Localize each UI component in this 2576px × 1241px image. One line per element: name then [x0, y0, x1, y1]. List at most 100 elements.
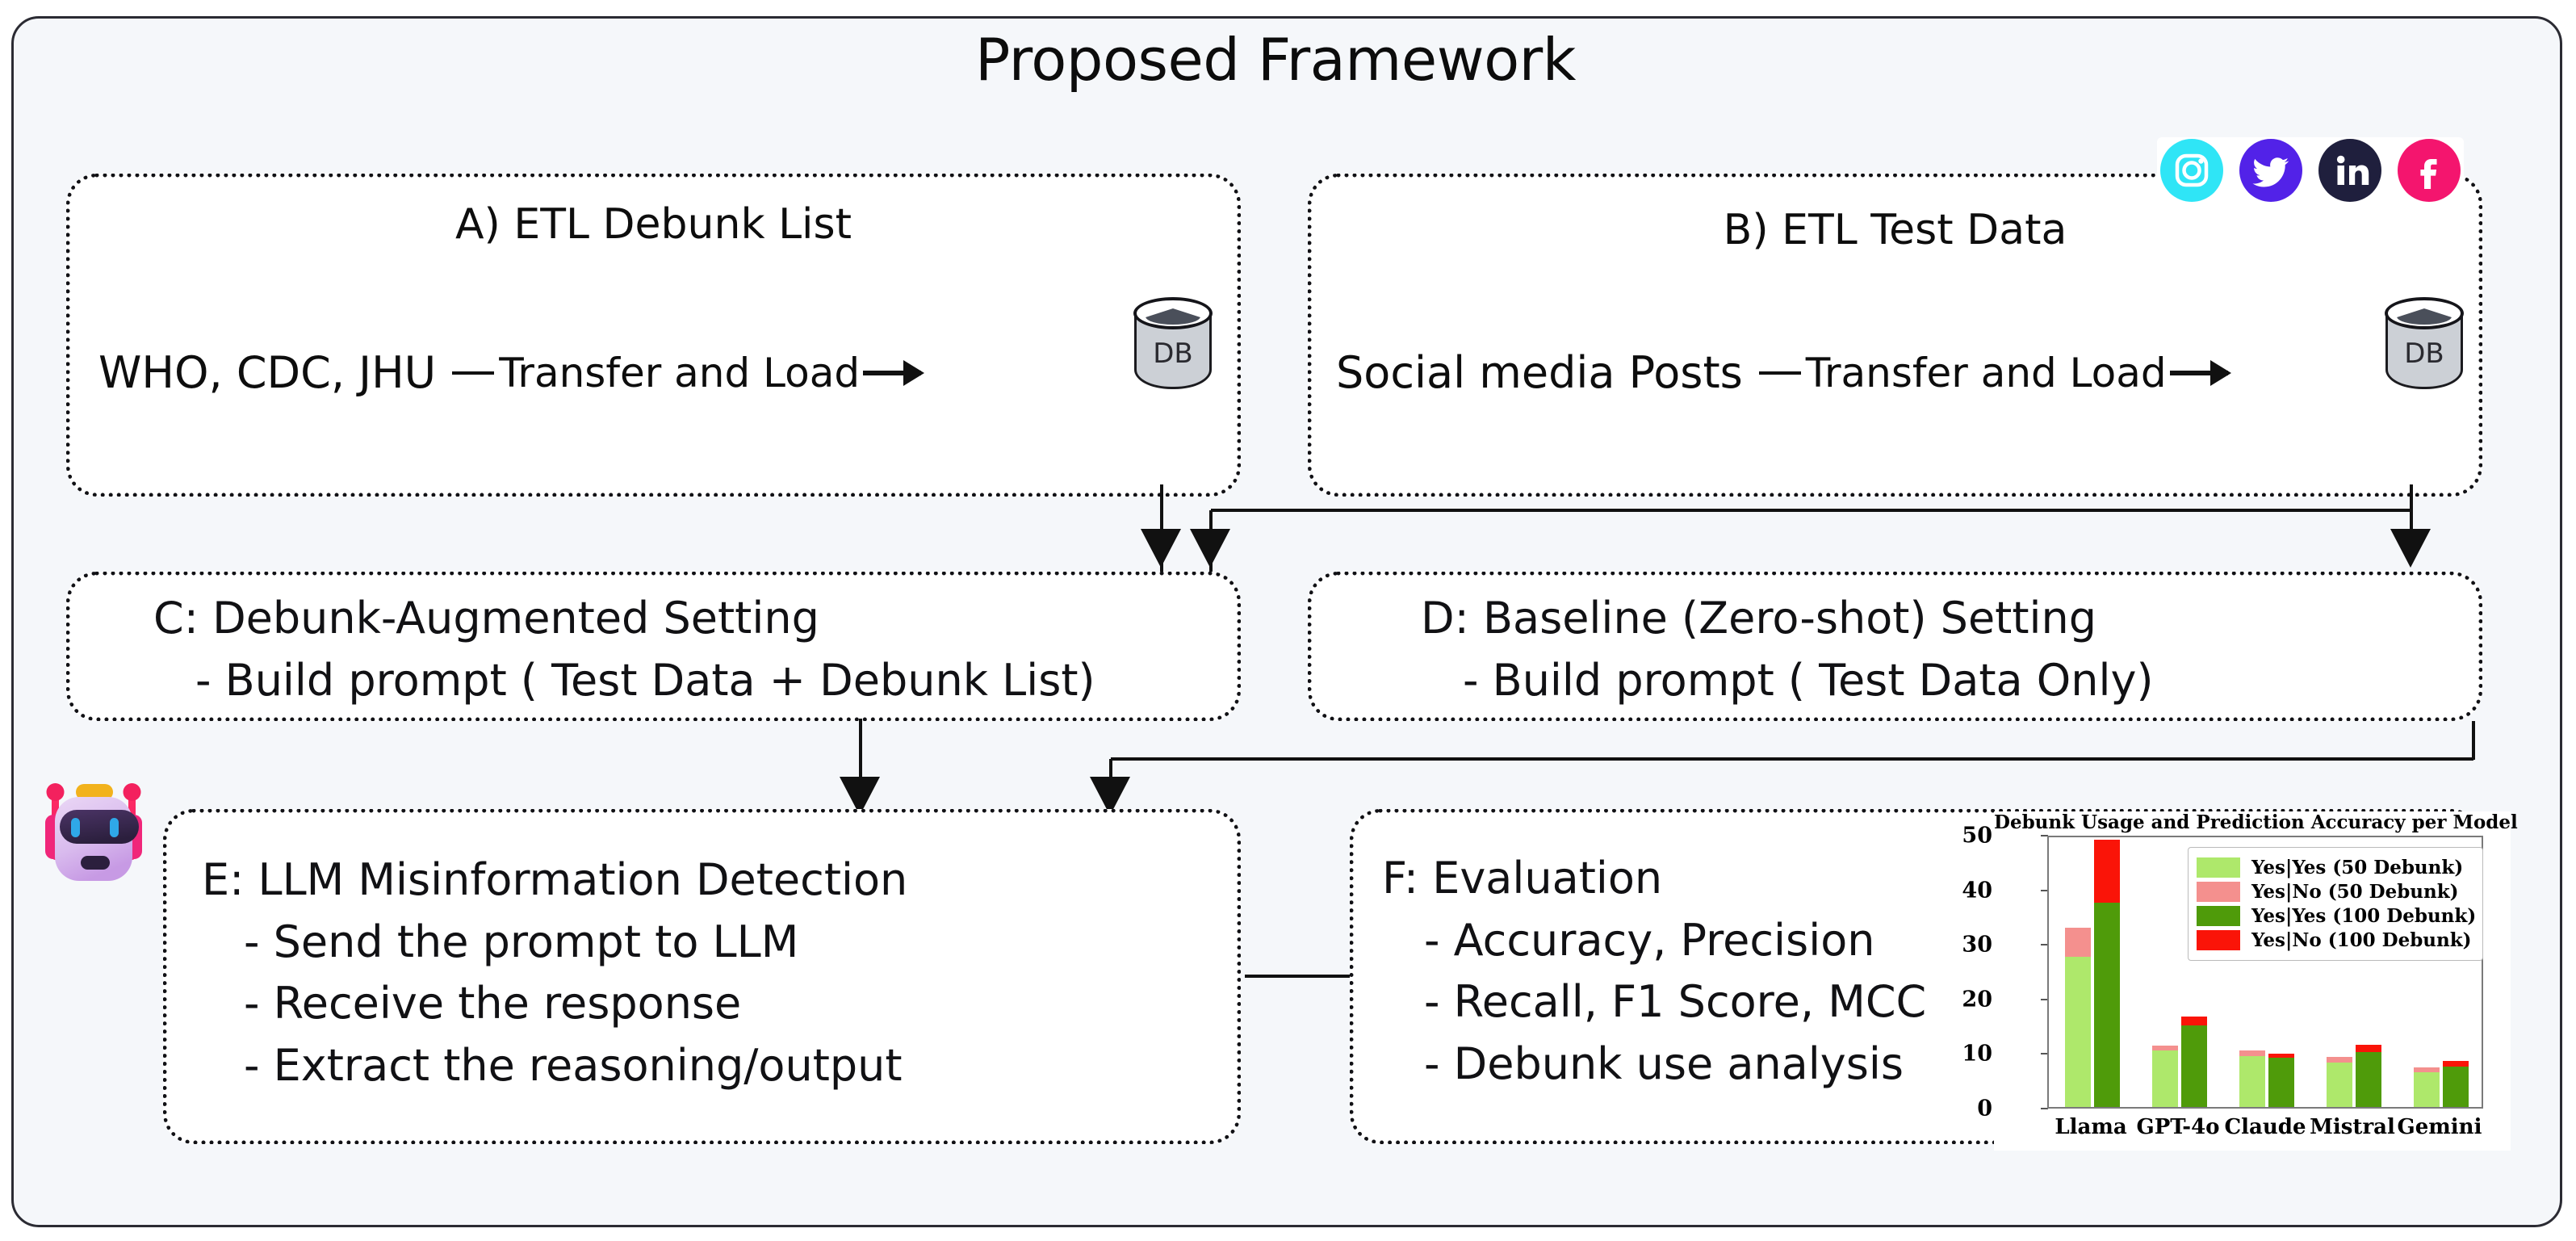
chart-bar-segment: [2326, 1056, 2353, 1063]
chart-y-tickmark: [2041, 835, 2048, 836]
chart-bar-segment: [2413, 1072, 2440, 1107]
connector-b-to-c-arrowhead: [1190, 529, 1230, 568]
chart-legend-label: Yes|No (100 Debunk): [2251, 929, 2472, 951]
chart-bar: [2239, 1050, 2266, 1107]
chart-legend-swatch: [2197, 857, 2240, 878]
box-b-flow: Social media Posts Transfer and Load: [1336, 347, 2231, 398]
chart-bar: [2355, 1044, 2382, 1107]
chart-bar-segment: [2326, 1063, 2353, 1107]
chart-x-tick: Mistral: [2310, 1115, 2395, 1139]
box-b-etl-test-data: [1308, 174, 2482, 497]
box-b-source: Social media Posts: [1336, 347, 1743, 398]
connector-c-to-e-line: [859, 719, 862, 809]
chart-y-tick: 20: [1962, 987, 1992, 1013]
chart-y-tick: 50: [1962, 823, 1992, 849]
chart-bar: [2442, 1061, 2469, 1107]
chart-y-tickmark: [2041, 998, 2048, 1000]
chart-bar-segment: [2239, 1056, 2266, 1107]
robot-icon: [18, 779, 167, 929]
connector-a-to-c-line: [1160, 484, 1163, 572]
chart-legend-item: Yes|Yes (100 Debunk): [2197, 905, 2476, 927]
chart-legend-swatch: [2197, 882, 2240, 902]
chart-title: Debunk Usage and Prediction Accuracy per…: [1994, 811, 2518, 833]
box-c-lines: C: Debunk-Augmented Setting - Build prom…: [153, 588, 1095, 711]
box-a-etl-debunk-list: [66, 174, 1241, 497]
chart-bar-segment: [2413, 1067, 2440, 1073]
chart-y-tickmark: [2041, 944, 2048, 946]
chart-bar: [2268, 1053, 2295, 1107]
chart-bar-segment: [2442, 1066, 2469, 1107]
arrow-right-icon: [2169, 359, 2231, 386]
box-e-line-1: - Send the prompt to LLM: [244, 916, 799, 967]
connector-a-to-c-arrowhead: [1141, 529, 1181, 568]
box-e-line-2: - Receive the response: [244, 978, 742, 1029]
chart-bar: [2180, 1017, 2208, 1107]
chart-y-tick: 0: [1977, 1096, 1992, 1122]
box-a-title: A) ETL Debunk List: [454, 200, 852, 249]
facebook-icon[interactable]: [2398, 139, 2461, 202]
db-label-b: DB: [2404, 338, 2444, 370]
connector-d-down-line: [2472, 721, 2475, 760]
box-a-edge-label: Transfer and Load: [499, 349, 861, 396]
box-b-title: B) ETL Test Data: [1723, 206, 2067, 254]
chart-x-tick: Claude: [2224, 1115, 2306, 1139]
box-c-debunk-augmented-setting: [66, 572, 1241, 721]
box-c-line-0: C: Debunk-Augmented Setting: [153, 593, 819, 644]
chart-bar-segment: [2151, 1045, 2179, 1050]
chart-x-tick: Gemini: [2397, 1115, 2482, 1139]
box-e-line-3: - Extract the reasoning/output: [244, 1040, 903, 1092]
arrow-right-icon: [863, 359, 925, 386]
box-f-line-0: F: Evaluation: [1382, 853, 1663, 903]
chart-bar: [2093, 839, 2121, 1107]
chart-bar-segment: [2442, 1061, 2469, 1067]
connector-b-to-c-horizontal: [1211, 509, 2412, 512]
database-icon-a: DB: [1133, 297, 1213, 396]
chart-bar: [2064, 928, 2092, 1107]
chart-legend: Yes|Yes (50 Debunk)Yes|No (50 Debunk)Yes…: [2188, 847, 2483, 961]
box-e-lines: E: LLM Misinformation Detection - Send t…: [202, 849, 907, 1097]
chart-bar-segment: [2064, 957, 2092, 1107]
chart-bar-segment: [2064, 928, 2092, 958]
box-f-line-2: - Recall, F1 Score, MCC: [1424, 976, 1927, 1028]
chart-bar-segment: [2093, 902, 2121, 1107]
box-d-line-1: - Build prompt ( Test Data Only): [1463, 654, 2154, 706]
box-d-line-0: D: Baseline (Zero-shot) Setting: [1421, 593, 2097, 644]
box-d-baseline-zero-shot-setting: [1308, 572, 2482, 721]
chart-bar: [2151, 1045, 2179, 1107]
instagram-icon[interactable]: [2160, 139, 2223, 202]
chart-bar: [2326, 1056, 2353, 1107]
chart-bar-segment: [2180, 1017, 2208, 1025]
box-b-edge-label: Transfer and Load: [1805, 349, 2167, 396]
chart-bar-segment: [2268, 1053, 2295, 1059]
box-e-llm-misinformation-detection: [163, 809, 1241, 1144]
lead-line-icon: [452, 371, 495, 375]
connector-b-to-d-arrowhead: [2390, 529, 2431, 568]
chart-legend-item: Yes|Yes (50 Debunk): [2197, 857, 2474, 878]
chart-legend-label: Yes|No (50 Debunk): [2251, 881, 2459, 903]
chart-bar-segment: [2093, 839, 2121, 903]
chart-y-tick: 40: [1962, 878, 1992, 903]
chart-y-tickmark: [2041, 889, 2048, 891]
twitter-icon[interactable]: [2239, 139, 2302, 202]
chart-x-tick: Llama: [2055, 1115, 2127, 1139]
page-title: Proposed Framework: [975, 26, 1576, 94]
chart-y-tickmark: [2041, 1108, 2048, 1109]
linkedin-icon[interactable]: [2318, 139, 2381, 202]
chart-y-tick: 10: [1962, 1041, 1992, 1067]
chart-legend-item: Yes|No (100 Debunk): [2197, 929, 2474, 951]
box-a-flow: WHO, CDC, JHU Transfer and Load: [98, 347, 925, 398]
chart-bar-segment: [2151, 1050, 2179, 1107]
chart-y-tick: 30: [1962, 932, 1992, 958]
database-icon-b: DB: [2385, 297, 2464, 396]
chart-legend-swatch: [2197, 906, 2240, 926]
box-e-line-0: E: LLM Misinformation Detection: [202, 854, 908, 905]
box-c-line-1: - Build prompt ( Test Data + Debunk List…: [195, 654, 1095, 706]
chart-bar-segment: [2268, 1058, 2295, 1107]
chart-bar: [2413, 1067, 2440, 1107]
chart-legend-item: Yes|No (50 Debunk): [2197, 881, 2474, 903]
lead-line-icon: [1758, 371, 1801, 375]
db-label-a: DB: [1153, 338, 1193, 370]
box-a-source: WHO, CDC, JHU: [98, 347, 437, 398]
chart-y-tickmark: [2041, 1053, 2048, 1055]
